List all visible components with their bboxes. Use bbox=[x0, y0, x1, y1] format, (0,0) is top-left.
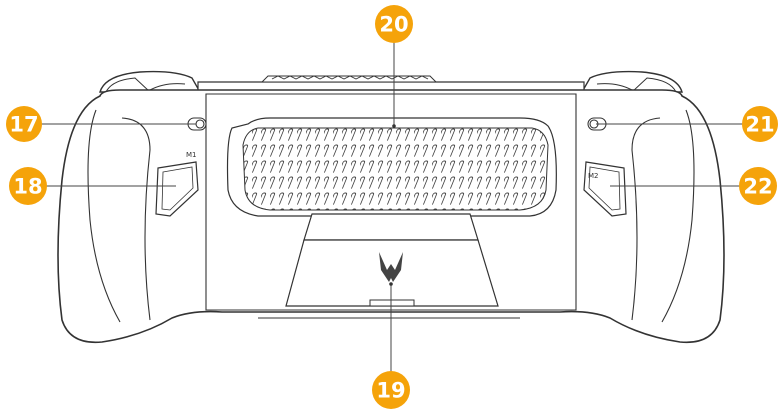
vent-grille bbox=[243, 128, 548, 210]
callout-19: 19 bbox=[372, 371, 410, 409]
back-panel bbox=[205, 93, 577, 311]
svg-text:19: 19 bbox=[376, 379, 405, 403]
callout-18: 18 bbox=[9, 167, 47, 205]
left-trigger bbox=[99, 70, 202, 93]
left-toggle-switch[interactable] bbox=[187, 117, 207, 131]
callout-21: 21 bbox=[742, 106, 778, 142]
callout-17: 17 bbox=[6, 106, 42, 142]
svg-text:17: 17 bbox=[9, 113, 38, 137]
m1-label: M1 bbox=[186, 151, 197, 159]
svg-text:20: 20 bbox=[379, 13, 408, 37]
m1-button[interactable]: M1 bbox=[155, 151, 199, 217]
svg-text:21: 21 bbox=[745, 113, 774, 137]
right-grip-contour bbox=[661, 109, 695, 323]
leader-lines bbox=[38, 42, 745, 374]
left-grip-panel bbox=[121, 117, 151, 321]
svg-text:18: 18 bbox=[13, 175, 42, 199]
zotac-logo-icon bbox=[379, 252, 403, 282]
callout-22: 22 bbox=[739, 167, 777, 205]
svg-text:22: 22 bbox=[743, 175, 772, 199]
kickstand bbox=[285, 213, 499, 307]
callout-20: 20 bbox=[375, 5, 413, 43]
right-grip-panel bbox=[631, 117, 661, 321]
left-grip-contour bbox=[87, 109, 121, 323]
m2-label: M2 bbox=[588, 172, 599, 180]
right-trigger bbox=[580, 70, 683, 93]
m2-button[interactable]: M2 bbox=[583, 161, 627, 217]
